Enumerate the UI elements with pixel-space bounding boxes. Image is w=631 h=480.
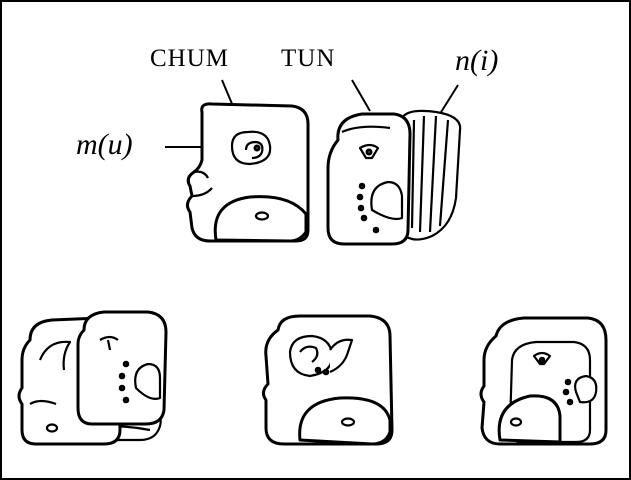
ni-label: n(i) — [455, 44, 499, 77]
chum-label: CHUM — [150, 45, 230, 72]
compound-glyph — [17, 310, 168, 446]
ni-leader-line — [437, 84, 459, 118]
tun-glyph — [326, 109, 462, 246]
chum-variant-glyph — [261, 314, 394, 446]
chum-glyph — [185, 102, 310, 243]
tun-leader-line — [351, 79, 371, 112]
mu-label: m(u) — [76, 128, 133, 161]
tun-label: TUN — [281, 45, 336, 72]
tun-variant-glyph — [479, 316, 608, 446]
